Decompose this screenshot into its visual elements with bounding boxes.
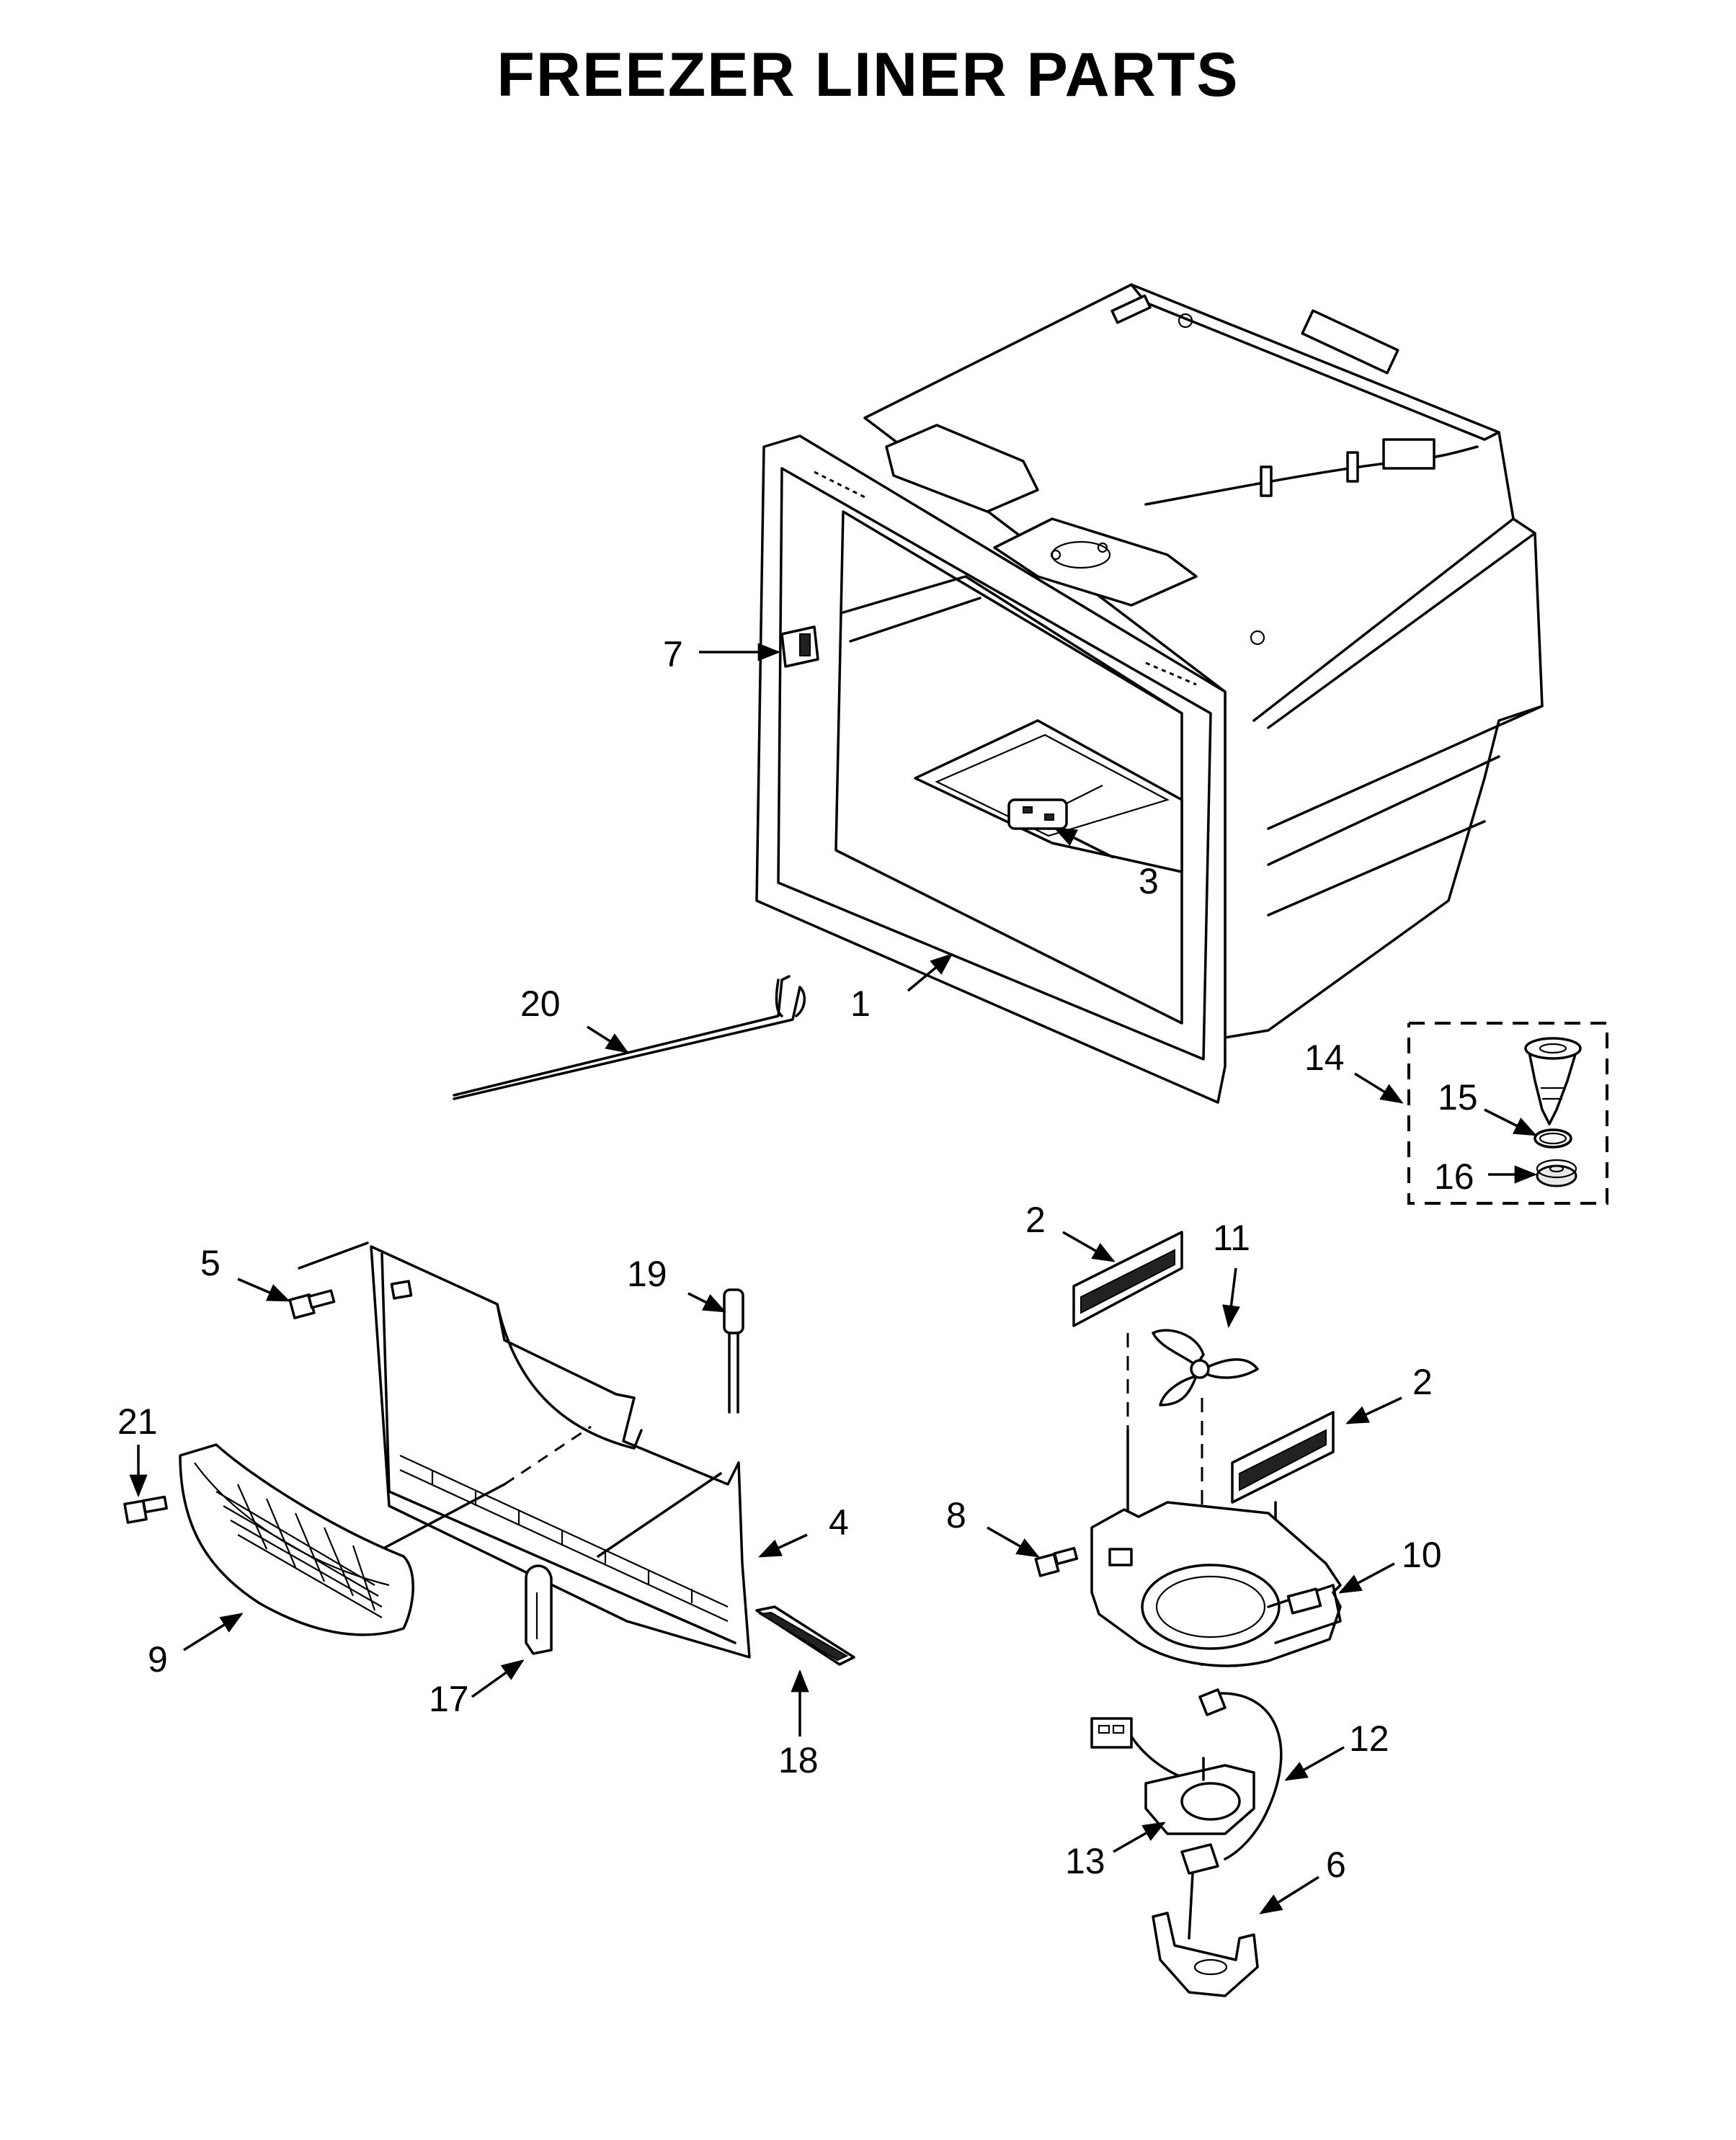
callout-1: 1 — [850, 984, 871, 1024]
fan-shroud-part-10 — [1090, 1501, 1342, 1667]
insulation-part-2-upper — [1072, 1231, 1183, 1327]
motor-bracket-part-6 — [1152, 1843, 1259, 1997]
screw-part-5 — [288, 1289, 336, 1319]
callout-20: 20 — [520, 984, 561, 1024]
callout-labels: 1 2 2 3 4 5 6 7 8 9 10 11 12 13 14 15 16… — [117, 634, 1478, 1885]
fan-motor-part-13 — [1090, 1688, 1283, 1860]
diagram-title: FREEZER LINER PARTS — [497, 40, 1239, 110]
callout-6: 6 — [1326, 1845, 1346, 1885]
thermistor-part-19 — [723, 1288, 744, 1414]
callout-17: 17 — [429, 1679, 469, 1719]
insulation-part-2-lower — [1231, 1411, 1335, 1504]
callout-9: 9 — [148, 1639, 168, 1680]
drain-kit-box — [1407, 1022, 1608, 1205]
callout-21: 21 — [117, 1401, 158, 1442]
harness-part-20 — [453, 975, 806, 1100]
defrost-drain-heater — [1007, 785, 1103, 830]
callout-18: 18 — [778, 1740, 819, 1780]
callout-2-upper: 2 — [1025, 1200, 1046, 1240]
callout-12: 12 — [1349, 1718, 1389, 1759]
freezer-liner — [755, 283, 1544, 1104]
callout-16: 16 — [1434, 1156, 1474, 1197]
callout-2-lower: 2 — [1412, 1362, 1433, 1402]
screw-part-21 — [123, 1495, 168, 1524]
screw-part-8 — [1034, 1546, 1079, 1577]
callout-11: 11 — [1213, 1218, 1250, 1258]
callout-7: 7 — [663, 634, 683, 674]
callout-19: 19 — [627, 1254, 667, 1294]
callout-13: 13 — [1065, 1841, 1105, 1881]
switch-part-7 — [780, 625, 819, 668]
callout-5: 5 — [200, 1243, 221, 1283]
seal-strip-part-18 — [755, 1605, 855, 1666]
callout-3: 3 — [1139, 861, 1159, 901]
clip-part-17 — [525, 1564, 553, 1655]
grille-part-9 — [179, 1443, 414, 1636]
callout-4: 4 — [829, 1502, 849, 1543]
fan-blade-part-11 — [1152, 1329, 1259, 1406]
leader-arrows — [129, 643, 1538, 1914]
evaporator-cover-panel — [298, 1241, 751, 1659]
callout-10: 10 — [1402, 1535, 1442, 1575]
callout-14: 14 — [1304, 1038, 1345, 1078]
callout-8: 8 — [946, 1495, 966, 1535]
callout-15: 15 — [1438, 1077, 1478, 1118]
